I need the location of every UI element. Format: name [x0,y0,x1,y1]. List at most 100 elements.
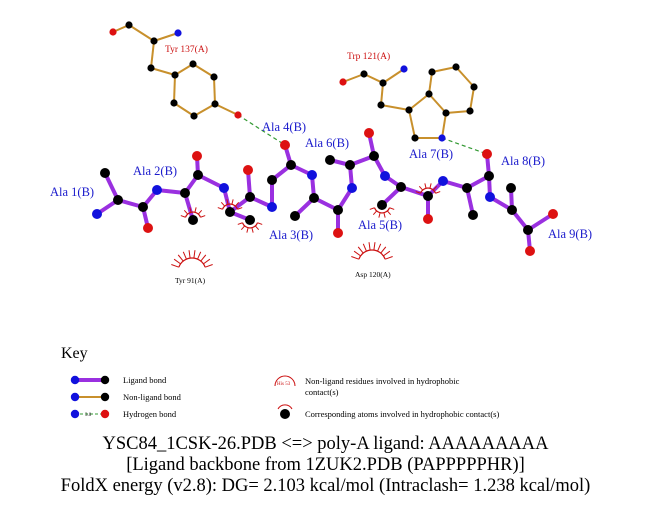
non-ligand-bond [408,109,416,139]
atom-ca2 [180,188,190,198]
key-corresponding-atoms-label: Corresponding atoms involved in hydropho… [305,409,499,419]
hydrophobic-arcs-layer [171,183,441,268]
atom-c7 [423,191,433,201]
atom-t_n [174,29,182,37]
atom-n1 [92,209,102,219]
atom-o5 [333,228,343,238]
atom-o1 [143,223,153,233]
asp-120-hydrophobic-arc-icon [351,242,393,260]
atom-n6 [347,183,357,193]
atom-cb2 [188,215,198,225]
atom-cb9 [506,183,516,193]
atom-ca8 [462,183,472,193]
atom-t_cd1 [170,99,178,107]
non-ligand-bond [173,102,195,117]
atom-c6 [369,151,379,161]
residue-label-asp-120: Asp 120(A) [355,270,391,279]
key-residue-example: His 53 [277,382,291,387]
residue-label-ala-2: Ala 2(B) [133,164,177,178]
contact-arc-ala3b-icon [237,222,263,233]
atom-w_ca [379,79,387,87]
key-non-ligand-bond-label: Non-ligand bond [123,392,182,402]
residue-label-ala-7: Ala 7(B) [409,147,453,161]
atom-cb5 [290,211,300,221]
atom-n2 [152,185,162,195]
atom-c5 [333,205,343,215]
residue-label-trp-121: Trp 121(A) [347,51,390,62]
non-ligand-bond [128,24,155,42]
atom-o9b [525,246,535,256]
atom-c4 [286,160,296,170]
caption-line-2: [Ligand backbone from 1ZUK2.PDB (PAPPPPP… [126,455,525,475]
key-non-ligand-bond: Non-ligand bond [70,392,182,402]
residue-label-ala-8: Ala 8(B) [501,154,545,168]
atom-t_o [109,28,117,36]
non-ligand-bond [382,68,405,84]
atom-n5 [307,170,317,180]
atom-cb6 [325,155,335,165]
atom-c3 [245,192,255,202]
non-ligand-bond [193,103,216,117]
atom-cb3 [245,215,255,225]
ligplot-diagram: Ala 1(B) Ala 2(B) Ala 3(B) Ala 4(B) Ala … [50,21,592,419]
contact-arc-ala2-icon [180,207,206,218]
hydrogen-bonds-layer [237,114,488,155]
non-ligand-bond [428,71,433,95]
atom-t_ce2 [210,73,218,81]
non-ligand-bond [469,86,475,112]
atom-t_ca [150,37,158,45]
non-ligand-bond [455,66,475,88]
key-ligand-bond-label: Ligand bond [123,375,167,385]
atom-o8 [482,149,492,159]
key-hydrogen-bond: 3.0 Hydrogen bond [70,409,177,419]
caption-line-1: YSC84_1CSK-26.PDB <=> poly-A ligand: AAA… [102,434,549,454]
key-corresponding-atoms: Corresponding atoms involved in hydropho… [277,404,499,419]
key-nonligand-residues-label-2: contact(s) [305,387,339,397]
atom-w_cd1 [411,134,419,142]
atom-ca7 [396,182,406,192]
atom-o2 [192,151,202,161]
atom-n9 [485,192,495,202]
atom-cb1 [100,168,110,178]
non-ligand-bond [441,112,447,139]
non-ligand-bond [380,104,410,111]
atom-w_n [400,65,408,73]
atom-w_cz2 [466,107,474,115]
non-ligand-bond [428,93,447,114]
atom-t_cg [171,71,179,79]
atom-ca3 [225,207,235,217]
atom-t_ce1 [190,112,198,120]
key: Key Ligand bond Non-ligand bond 3.0 Hydr… [61,345,499,419]
atoms-layer [92,21,558,256]
non-ligand-bond [153,32,179,42]
atom-o9a [548,209,558,219]
non-ligand-bond [431,66,457,73]
atom-n3 [219,183,229,193]
non-ligand-bond [445,110,471,114]
atom-w_c [360,70,368,78]
key-contact-atom-arc-icon [277,404,293,410]
atom-t_oh [234,111,242,119]
atom-c9 [523,225,533,235]
key-nonligand-residues: His 53 Non-ligand residues involved in h… [274,375,460,397]
hydrogen-bond [237,114,286,146]
atom-c8 [484,171,494,181]
atom-ca9 [507,205,517,215]
atom-o3 [243,165,253,175]
non-ligand-bond [214,103,239,116]
atom-o4 [280,140,290,150]
hydrogen-bond [441,137,488,155]
non-ligand-bond [173,74,176,104]
atom-w_o [339,78,347,86]
key-title: Key [61,345,88,362]
non-ligand-bond [380,82,384,106]
tyr-91-hydrophobic-arc-icon [171,250,213,268]
residue-label-ala-9: Ala 9(B) [548,227,592,241]
residue-label-ala-4: Ala 4(B) [262,120,306,134]
atom-w_ch2 [470,83,478,91]
atom-w_ce2 [442,109,450,117]
residue-label-ala-3: Ala 3(B) [269,228,313,242]
key-nonligand-residues-label-1: Non-ligand residues involved in hydropho… [305,376,460,386]
residue-label-tyr-91: Tyr 91(A) [175,276,206,285]
key-ligand-bond: Ligand bond [70,375,167,385]
